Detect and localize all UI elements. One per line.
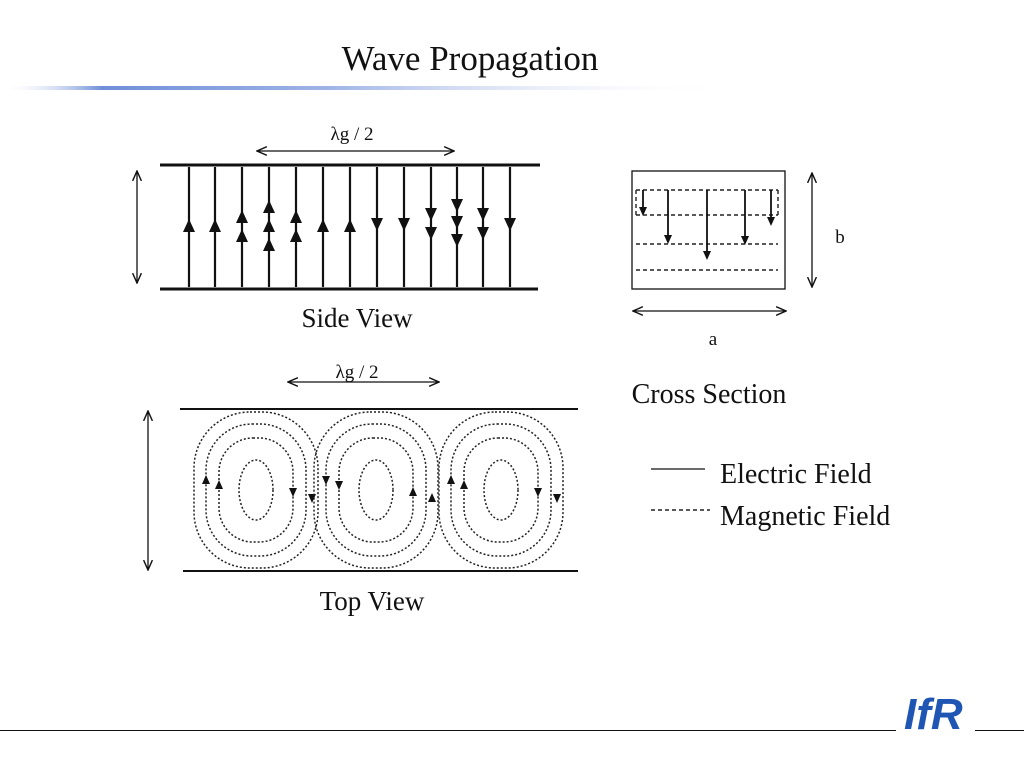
top-view-diagram: λg / 2 Top View [148, 362, 578, 616]
magnetic-field-loop [238, 459, 274, 521]
magnetic-field-arrowhead [553, 494, 561, 503]
magnetic-field-arrowhead [534, 488, 542, 497]
electric-field-arrowhead [451, 234, 463, 247]
side-view-electric-field-lines [183, 167, 516, 287]
legend-electric-label: Electric Field [720, 459, 872, 490]
electric-field-arrowhead [236, 210, 248, 223]
cross-section-field-arrowhead [664, 235, 672, 244]
top-view-caption: Top View [320, 586, 425, 616]
magnetic-field-arrowhead [335, 481, 343, 490]
electric-field-arrowhead [236, 229, 248, 242]
magnetic-field-arrowhead [428, 493, 436, 502]
electric-field-arrowhead [425, 227, 437, 240]
title-underline [0, 86, 730, 90]
magnetic-field-loop [463, 437, 539, 543]
magnetic-field-arrowhead [308, 494, 316, 503]
cross-section-caption: Cross Section [632, 379, 787, 410]
legend-magnetic-label: Magnetic Field [720, 501, 890, 532]
electric-field-arrowhead [263, 238, 275, 251]
cross-section-diagram: b a Cross Section [631, 170, 845, 410]
electric-field-arrowhead [451, 216, 463, 229]
magnetic-field-arrowhead [460, 480, 468, 489]
institution-logo: IfR [904, 690, 963, 739]
magnetic-field-arrowhead [322, 476, 330, 485]
electric-field-arrowhead [263, 200, 275, 213]
electric-field-arrowhead [371, 218, 383, 231]
magnetic-field-loop [438, 411, 564, 569]
magnetic-field-loop [450, 423, 552, 557]
electric-field-arrowhead [317, 219, 329, 232]
magnetic-field-loop [313, 411, 439, 569]
magnetic-field-arrowhead [409, 487, 417, 496]
magnetic-field-arrowhead [289, 488, 297, 497]
electric-field-arrowhead [209, 219, 221, 232]
electric-field-arrowhead [183, 219, 195, 232]
electric-field-arrowhead [477, 208, 489, 221]
magnetic-field-loop [205, 423, 307, 557]
cross-section-electric-field-arrows [639, 190, 775, 260]
side-view-wavelength-label: λg / 2 [331, 124, 374, 145]
magnetic-field-loop [325, 423, 427, 557]
electric-field-arrowhead [290, 229, 302, 242]
magnetic-field-arrowhead [215, 480, 223, 489]
magnetic-field-arrowhead [202, 475, 210, 484]
magnetic-field-loop [358, 459, 394, 521]
cross-section-field-arrowhead [703, 251, 711, 260]
magnetic-field-loop [338, 437, 414, 543]
electric-field-arrowhead [290, 210, 302, 223]
cross-section-field-arrowhead [767, 217, 775, 226]
cross-section-field-arrowhead [639, 207, 647, 216]
magnetic-field-loop [218, 437, 294, 543]
top-view-magnetic-loops [193, 411, 564, 569]
magnetic-field-arrowhead [447, 475, 455, 484]
dimension-b-label: b [835, 227, 845, 248]
page-title: Wave Propagation [342, 39, 599, 78]
electric-field-arrowhead [477, 227, 489, 240]
side-view-caption: Side View [301, 303, 413, 333]
cross-section-field-arrowhead [741, 236, 749, 245]
electric-field-arrowhead [344, 219, 356, 232]
magnetic-field-loop [483, 459, 519, 521]
dimension-a-label: a [709, 329, 718, 350]
top-view-wavelength-label: λg / 2 [336, 362, 379, 383]
cross-section-outline [631, 170, 786, 290]
electric-field-arrowhead [398, 218, 410, 231]
electric-field-arrowhead [504, 218, 516, 231]
magnetic-field-loop [193, 411, 319, 569]
electric-field-arrowhead [451, 199, 463, 212]
side-view-diagram: λg / 2 Side View [137, 124, 540, 333]
electric-field-arrowhead [425, 208, 437, 221]
electric-field-arrowhead [263, 219, 275, 232]
legend: Electric Field Magnetic Field [651, 459, 890, 532]
